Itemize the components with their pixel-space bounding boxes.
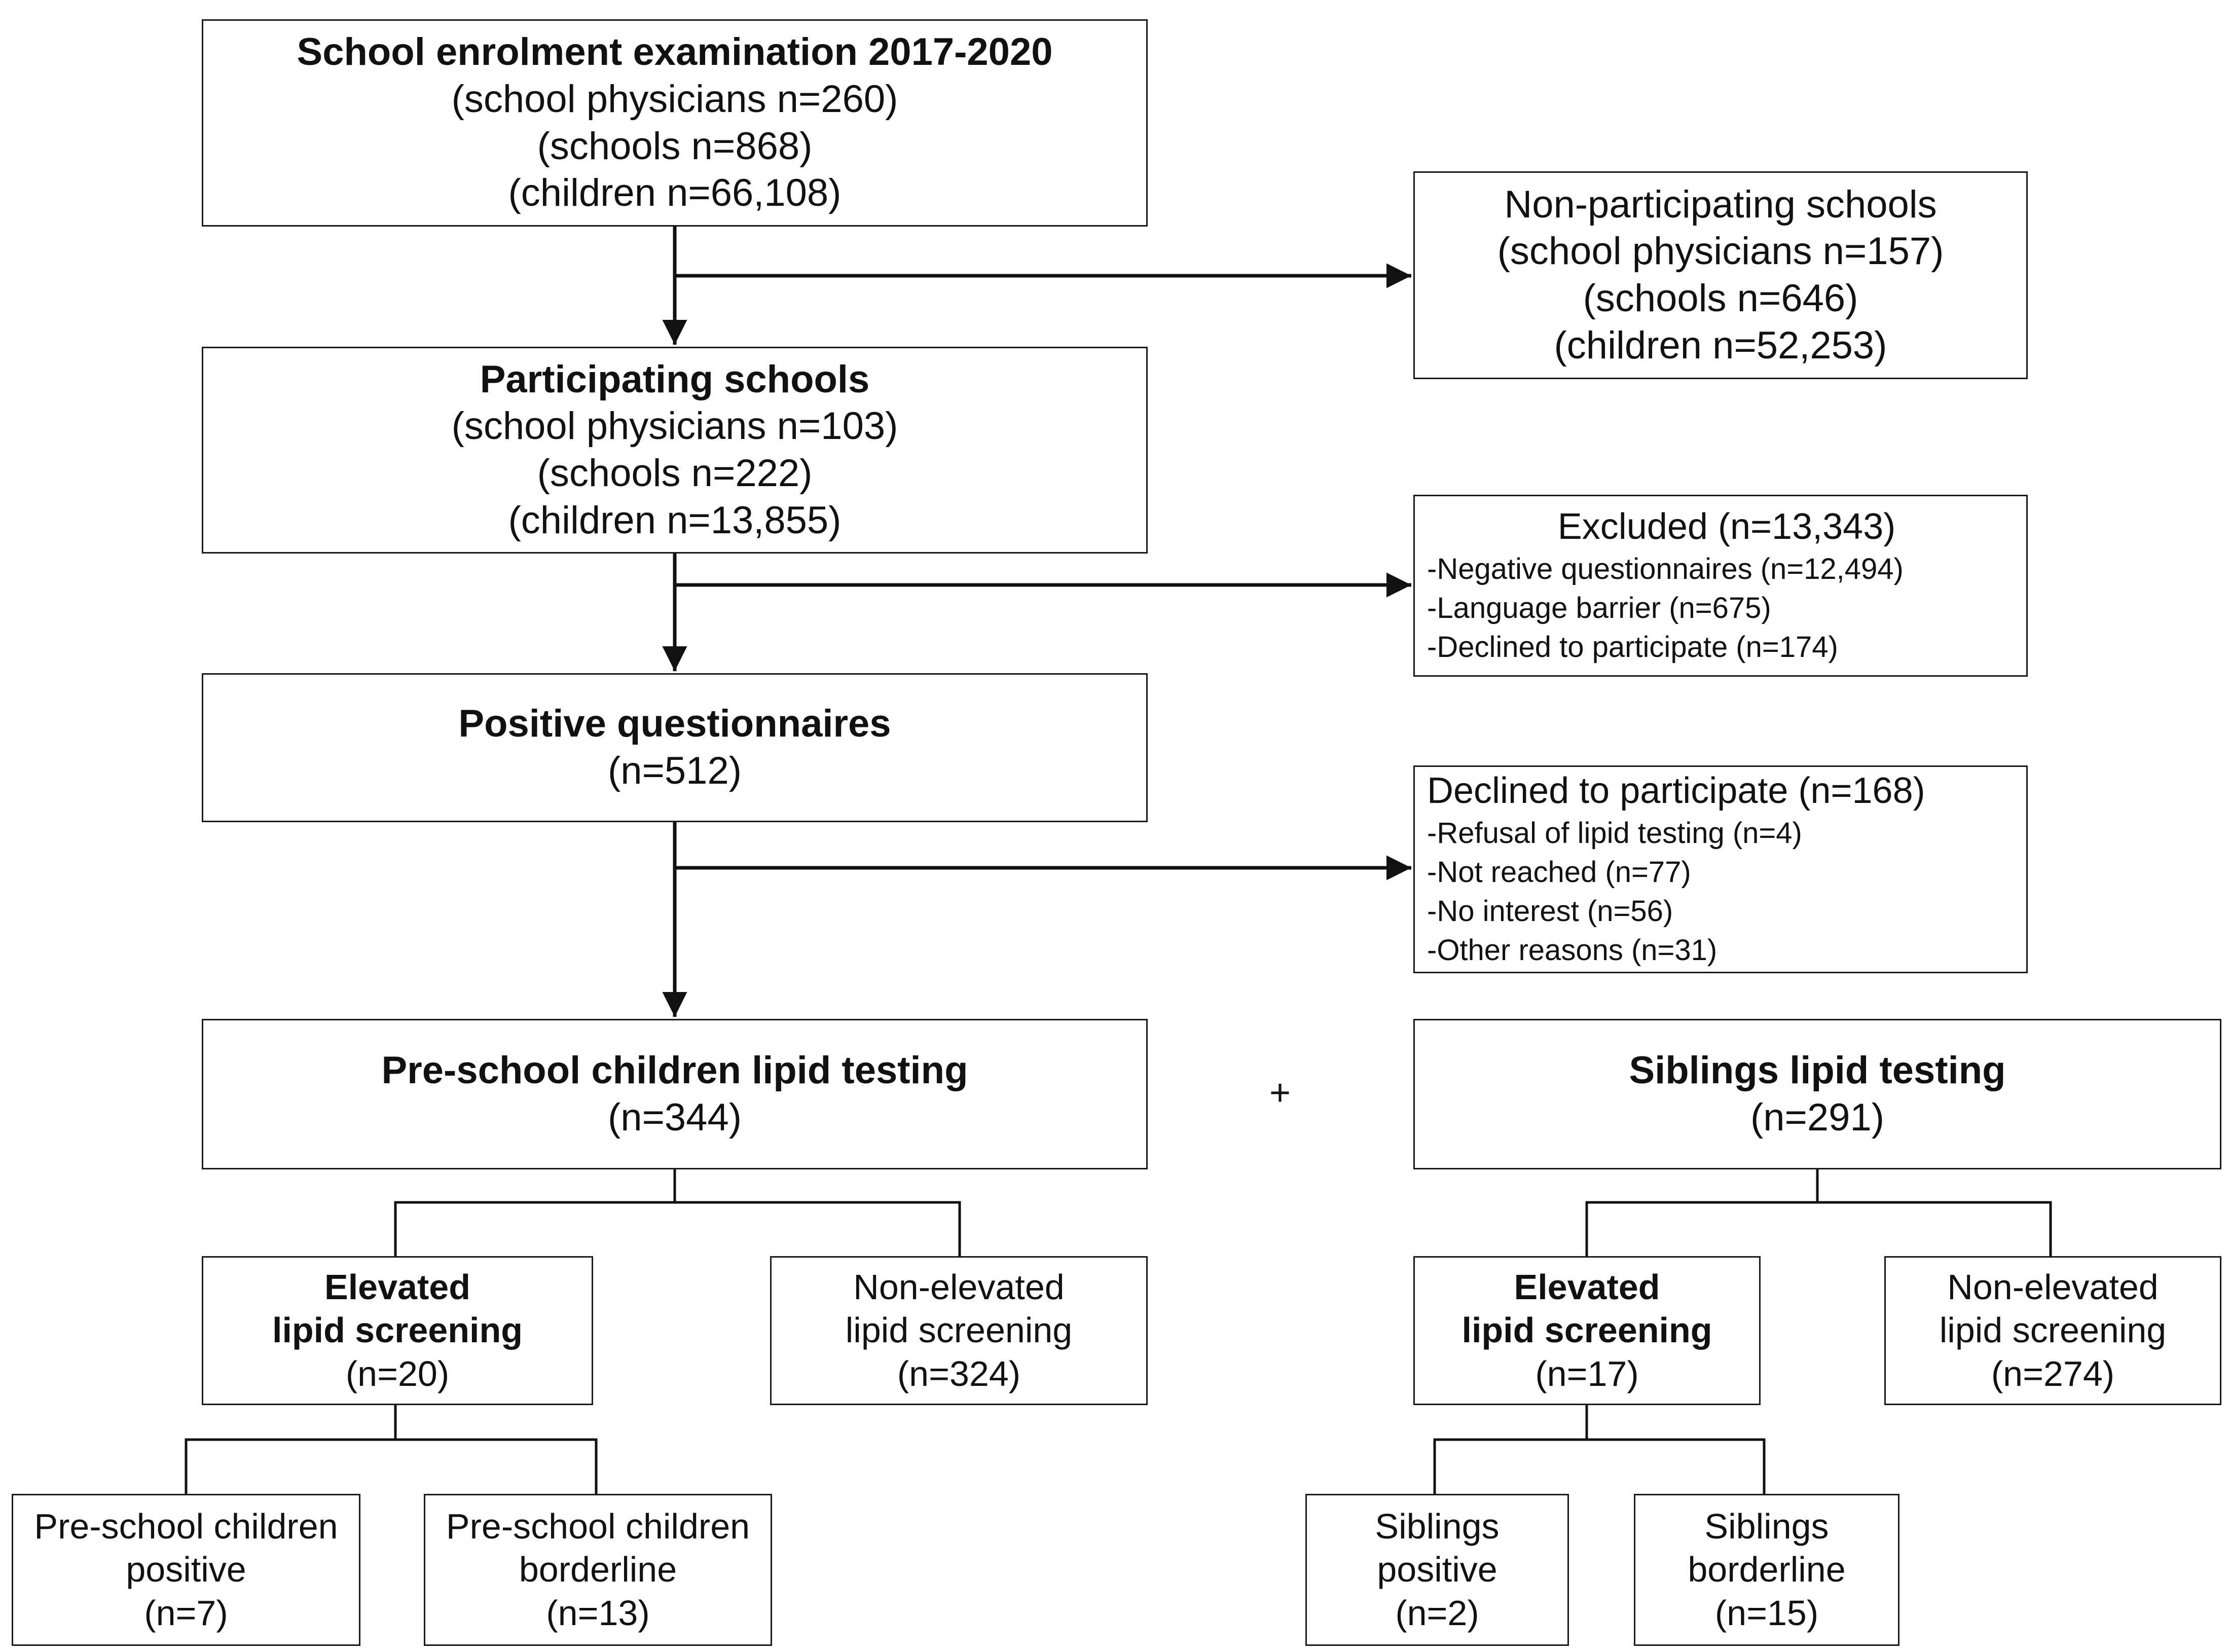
- pre-elevated-title: Elevated: [324, 1267, 470, 1307]
- declined-item: -No interest (n=56): [1427, 894, 1673, 928]
- pre-non-elevated-label: Non-elevated: [853, 1267, 1065, 1307]
- non-participating-physicians: (school physicians n=157): [1497, 230, 1944, 273]
- preschool-testing-title: Pre-school children lipid testing: [381, 1048, 968, 1092]
- sib-positive-count: (n=2): [1395, 1593, 1479, 1633]
- excluded-box: Excluded (n=13,343) -Negative questionna…: [1413, 495, 2028, 677]
- pre-non-elevated-label: lipid screening: [845, 1310, 1073, 1350]
- excluded-item: -Negative questionnaires (n=12,494): [1427, 552, 1904, 585]
- declined-item: -Not reached (n=77): [1427, 855, 1691, 889]
- enrolment-schools: (schools n=868): [537, 124, 813, 168]
- excluded-title: Excluded (n=13,343): [1557, 506, 1896, 547]
- siblings-testing-title: Siblings lipid testing: [1629, 1048, 2006, 1092]
- sib-elevated-title: Elevated: [1514, 1267, 1660, 1307]
- sib-positive-box: Siblings positive (n=2): [1305, 1494, 1569, 1646]
- declined-item: -Refusal of lipid testing (n=4): [1427, 816, 1802, 850]
- plus-sign: +: [1269, 1073, 1291, 1113]
- declined-item: -Other reasons (n=31): [1427, 934, 1718, 967]
- sib-borderline-label: Siblings: [1704, 1506, 1829, 1546]
- sib-elevated-box: Elevated lipid screening (n=17): [1413, 1256, 1761, 1405]
- declined-title: Declined to participate (n=168): [1427, 770, 1925, 811]
- sib-non-elevated-label: lipid screening: [1939, 1310, 2167, 1350]
- bracket-sib-elevated-branches: [1433, 1438, 1766, 1494]
- preschool-testing-box: Pre-school children lipid testing (n=344…: [202, 1019, 1148, 1169]
- enrolment-physicians: (school physicians n=260): [451, 77, 898, 121]
- pre-non-elevated-box: Non-elevated lipid screening (n=324): [770, 1256, 1148, 1405]
- enrolment-children: (children n=66,108): [508, 171, 842, 215]
- pre-elevated-count: (n=20): [345, 1353, 450, 1393]
- sib-borderline-label: borderline: [1688, 1550, 1846, 1590]
- pre-borderline-label: Pre-school children: [446, 1506, 750, 1546]
- pre-borderline-label: borderline: [519, 1550, 677, 1590]
- pre-non-elevated-count: (n=324): [897, 1353, 1021, 1393]
- bracket-preschool-branches: [394, 1201, 961, 1256]
- sib-elevated-title: lipid screening: [1461, 1310, 1712, 1350]
- pre-elevated-box: Elevated lipid screening (n=20): [202, 1256, 593, 1405]
- sib-elevated-count: (n=17): [1535, 1353, 1639, 1393]
- excluded-item: -Language barrier (n=675): [1427, 591, 1771, 625]
- non-participating-children: (children n=52,253): [1554, 323, 1887, 367]
- pre-positive-label: Pre-school children: [34, 1506, 338, 1546]
- sib-non-elevated-label: Non-elevated: [1947, 1267, 2159, 1307]
- sib-non-elevated-count: (n=274): [1991, 1353, 2115, 1393]
- positive-questionnaires-count: (n=512): [607, 749, 742, 792]
- participating-children: (children n=13,855): [508, 498, 842, 542]
- sib-non-elevated-box: Non-elevated lipid screening (n=274): [1884, 1256, 2221, 1405]
- enrolment-title: School enrolment examination 2017-2020: [297, 30, 1053, 74]
- bracket-pre-elevated-branches: [185, 1438, 598, 1494]
- non-participating-box: Non-participating schools (school physic…: [1413, 171, 2028, 379]
- excluded-item: -Declined to participate (n=174): [1427, 630, 1838, 664]
- siblings-testing-box: Siblings lipid testing (n=291): [1413, 1019, 2221, 1169]
- participating-schools: (schools n=222): [537, 452, 813, 495]
- sib-positive-label: Siblings: [1375, 1506, 1500, 1546]
- sib-positive-label: positive: [1377, 1550, 1497, 1590]
- enrolment-box: School enrolment examination 2017-2020 (…: [202, 19, 1148, 227]
- pre-positive-box: Pre-school children positive (n=7): [12, 1494, 360, 1646]
- non-participating-schools: (schools n=646): [1583, 277, 1858, 320]
- non-participating-title: Non-participating schools: [1504, 182, 1937, 226]
- pre-positive-label: positive: [126, 1550, 246, 1590]
- participating-title: Participating schools: [480, 357, 870, 401]
- participating-physicians: (school physicians n=103): [451, 405, 898, 448]
- siblings-testing-count: (n=291): [1750, 1095, 1885, 1139]
- declined-box: Declined to participate (n=168) -Refusal…: [1413, 765, 2028, 973]
- sib-borderline-box: Siblings borderline (n=15): [1634, 1494, 1899, 1646]
- positive-questionnaires-box: Positive questionnaires (n=512): [202, 673, 1148, 822]
- pre-elevated-title: lipid screening: [272, 1310, 523, 1350]
- bracket-siblings-branches: [1585, 1201, 2052, 1256]
- pre-borderline-count: (n=13): [546, 1593, 650, 1633]
- pre-borderline-box: Pre-school children borderline (n=13): [424, 1494, 772, 1646]
- positive-questionnaires-title: Positive questionnaires: [458, 702, 891, 746]
- sib-borderline-count: (n=15): [1714, 1593, 1819, 1633]
- participating-box: Participating schools (school physicians…: [202, 347, 1148, 554]
- pre-positive-count: (n=7): [144, 1593, 228, 1633]
- preschool-testing-count: (n=344): [607, 1095, 742, 1139]
